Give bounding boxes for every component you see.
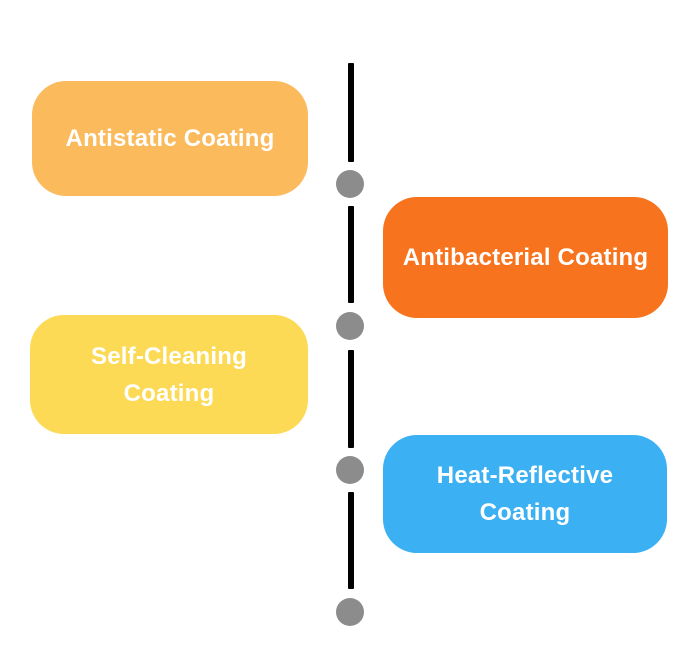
node-self-cleaning-coating: Self-Cleaning Coating [30, 315, 308, 434]
node-label: Heat-Reflective Coating [436, 462, 614, 526]
timeline-dot [336, 170, 364, 198]
timeline-dot [336, 456, 364, 484]
node-antibacterial-coating: Antibacterial Coating [383, 197, 668, 318]
timeline-dot [336, 598, 364, 626]
node-label: Self-Cleaning Coating [91, 342, 247, 407]
node-label: Antibacterial Coating [402, 244, 649, 271]
timeline-segment [348, 206, 354, 303]
node-label: Antistatic Coating [65, 125, 275, 152]
timeline-segment [348, 63, 354, 162]
timeline-dot [336, 312, 364, 340]
node-heat-reflective-coating: Heat-Reflective Coating [383, 435, 667, 553]
timeline-segment [348, 492, 354, 589]
node-antistatic-coating: Antistatic Coating [32, 81, 308, 196]
timeline-segment [348, 350, 354, 448]
